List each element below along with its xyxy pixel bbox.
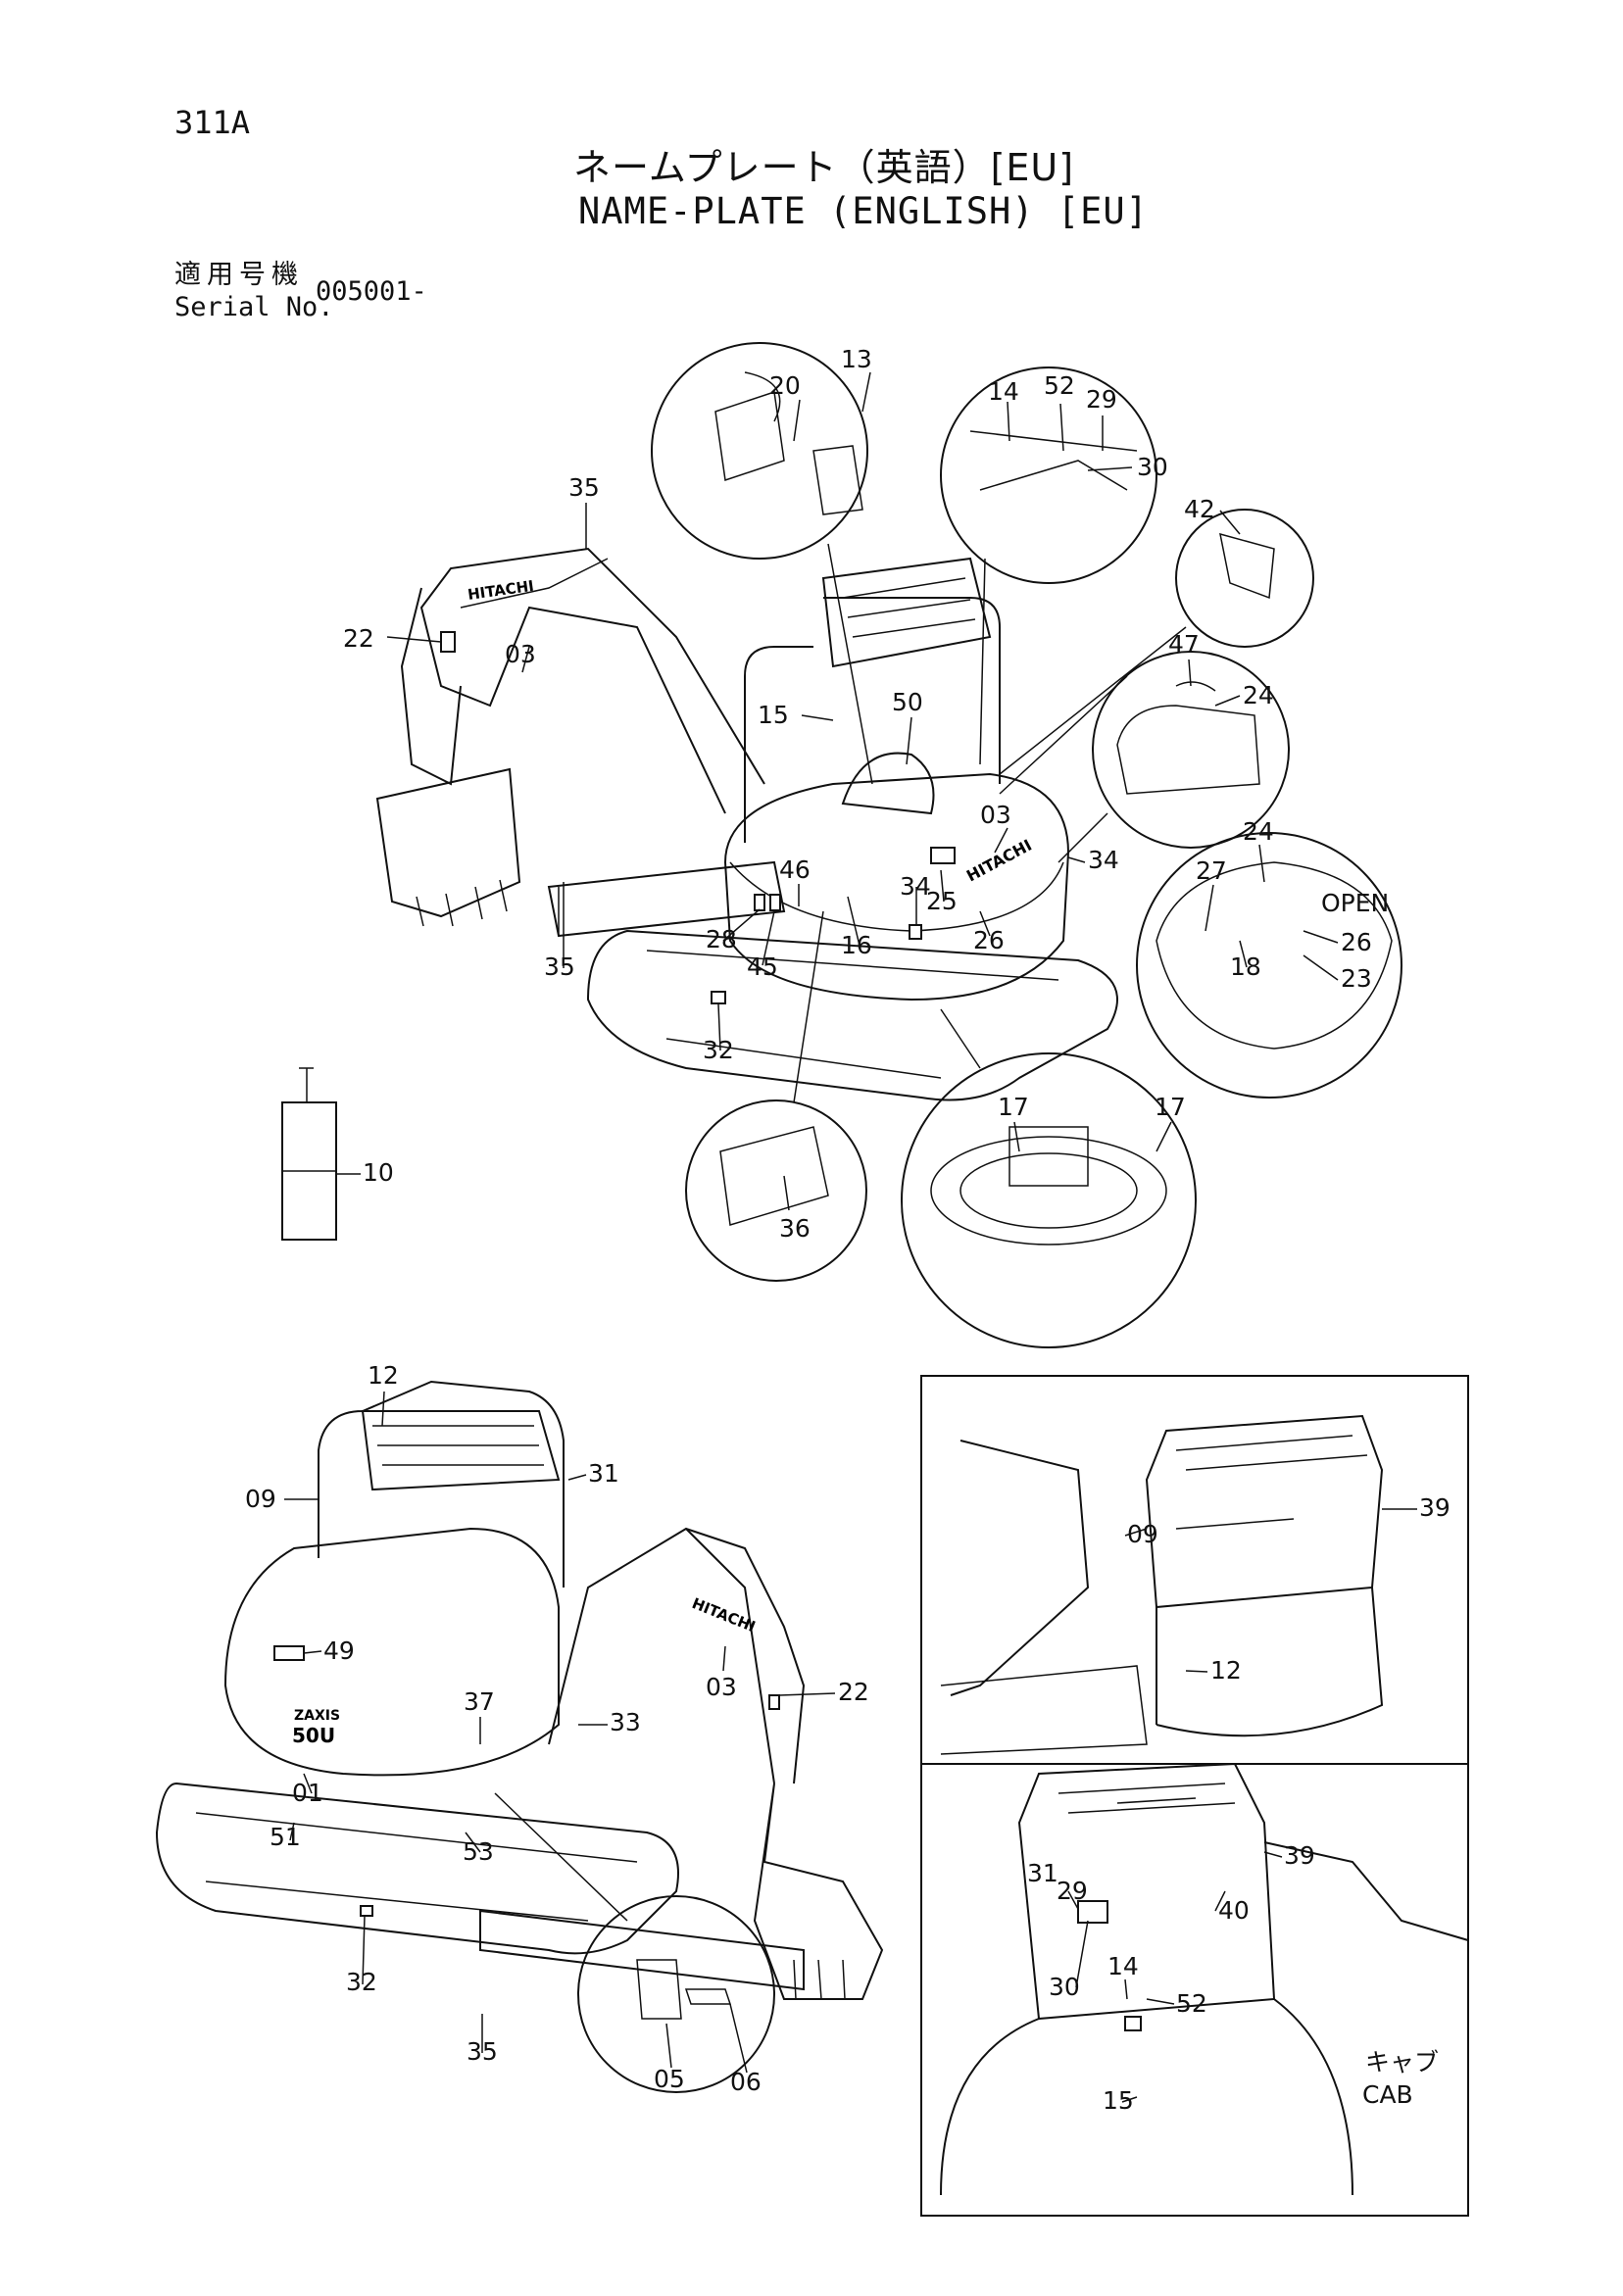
callout-40: 40 [1218,1896,1250,1925]
serial-value: 005001- [316,276,427,307]
cab-label-japanese: キャブ [1365,2048,1439,2076]
callout-23: 23 [1341,964,1372,993]
svg-text:50U: 50U [292,1724,335,1747]
callout-03: 03 [505,640,536,668]
callout-14b: 14 [1107,1952,1139,1980]
callout-24b: 24 [1243,817,1274,846]
callout-03b: 03 [980,801,1011,829]
cab-label: CAB [1362,2080,1413,2109]
callout-34b: 34 [900,872,931,901]
callout-35: 35 [568,473,600,502]
excavator-front-view: HITACHI ZAXIS 50U [155,1380,884,2093]
callout-39b: 39 [1284,1841,1315,1870]
callout-29b: 29 [1057,1877,1088,1905]
callout-32b: 32 [346,1968,377,1996]
detail-callout-circles [651,342,1402,1348]
callout-labels-bottom-left: 12 31 09 49 03 37 22 33 01 51 53 32 35 0… [245,1361,869,2096]
callout-20: 20 [769,371,801,400]
callout-42: 42 [1184,495,1215,523]
callout-47: 47 [1168,630,1200,659]
callout-31: 31 [588,1459,619,1488]
serial-label: Serial No. [174,292,334,322]
callout-39: 39 [1419,1493,1451,1522]
callout-30: 30 [1137,453,1168,481]
svg-text:ZAXIS: ZAXIS [294,1708,340,1724]
callout-22b: 22 [838,1678,869,1706]
callout-09b: 09 [1127,1520,1158,1548]
callout-17: 17 [998,1093,1029,1121]
callout-22: 22 [343,624,374,653]
callout-17b: 17 [1155,1093,1186,1121]
callout-14: 14 [988,377,1019,406]
callout-24: 24 [1243,681,1274,709]
callout-10: 10 [363,1158,394,1187]
callout-09: 09 [245,1485,276,1513]
callout-06: 06 [730,2068,762,2096]
callout-30b: 30 [1049,1973,1080,2001]
callout-27: 27 [1196,856,1227,885]
callout-12: 12 [368,1361,399,1390]
callout-51: 51 [270,1823,301,1851]
page-code: 311A [174,104,251,141]
annotation-labels: OPEN キャブ CAB [1321,889,1439,2109]
callout-25: 25 [926,887,958,915]
manual-pouch [281,1067,337,1241]
leader-lines [284,371,1417,2103]
callout-15b: 15 [1103,2086,1134,2115]
callout-52b: 52 [1176,1989,1207,2018]
callout-18: 18 [1230,953,1261,981]
callout-labels-top: 13 20 14 52 29 30 35 42 22 03 47 24 15 5… [343,345,1372,1243]
open-label: OPEN [1321,889,1389,917]
callout-36: 36 [779,1214,811,1243]
callout-46: 46 [779,855,811,884]
callout-37: 37 [464,1687,495,1716]
callout-28: 28 [706,925,737,953]
callout-26b: 26 [1341,928,1372,956]
callout-12b: 12 [1210,1656,1242,1685]
callout-34: 34 [1088,846,1119,874]
callout-49: 49 [323,1637,355,1665]
callout-29: 29 [1086,385,1117,414]
callout-26: 26 [973,926,1005,954]
callout-labels-bottom-right: 09 39 12 39 31 29 40 14 30 52 15 [1027,1493,1451,2115]
callout-35b: 35 [544,953,575,981]
callout-15: 15 [758,701,789,729]
callout-31b: 31 [1027,1859,1058,1887]
callout-52: 52 [1044,371,1075,400]
callout-50: 50 [892,688,923,716]
page-title: NAME-PLATE (ENGLISH) [EU] [578,190,1149,232]
svg-text:HITACHI: HITACHI [467,577,535,604]
serial-label-japanese: 適用号機 [174,260,304,290]
callout-05: 05 [654,2065,685,2093]
callout-53: 53 [463,1837,494,1866]
cab-inset-frame [920,1375,1469,2217]
callout-03c: 03 [706,1673,737,1701]
callout-33: 33 [610,1708,641,1736]
callout-13: 13 [841,345,872,373]
page-title-japanese: ネームプレート（英語）[EU] [573,146,1075,189]
callout-45: 45 [747,953,778,981]
callout-32: 32 [703,1036,734,1064]
